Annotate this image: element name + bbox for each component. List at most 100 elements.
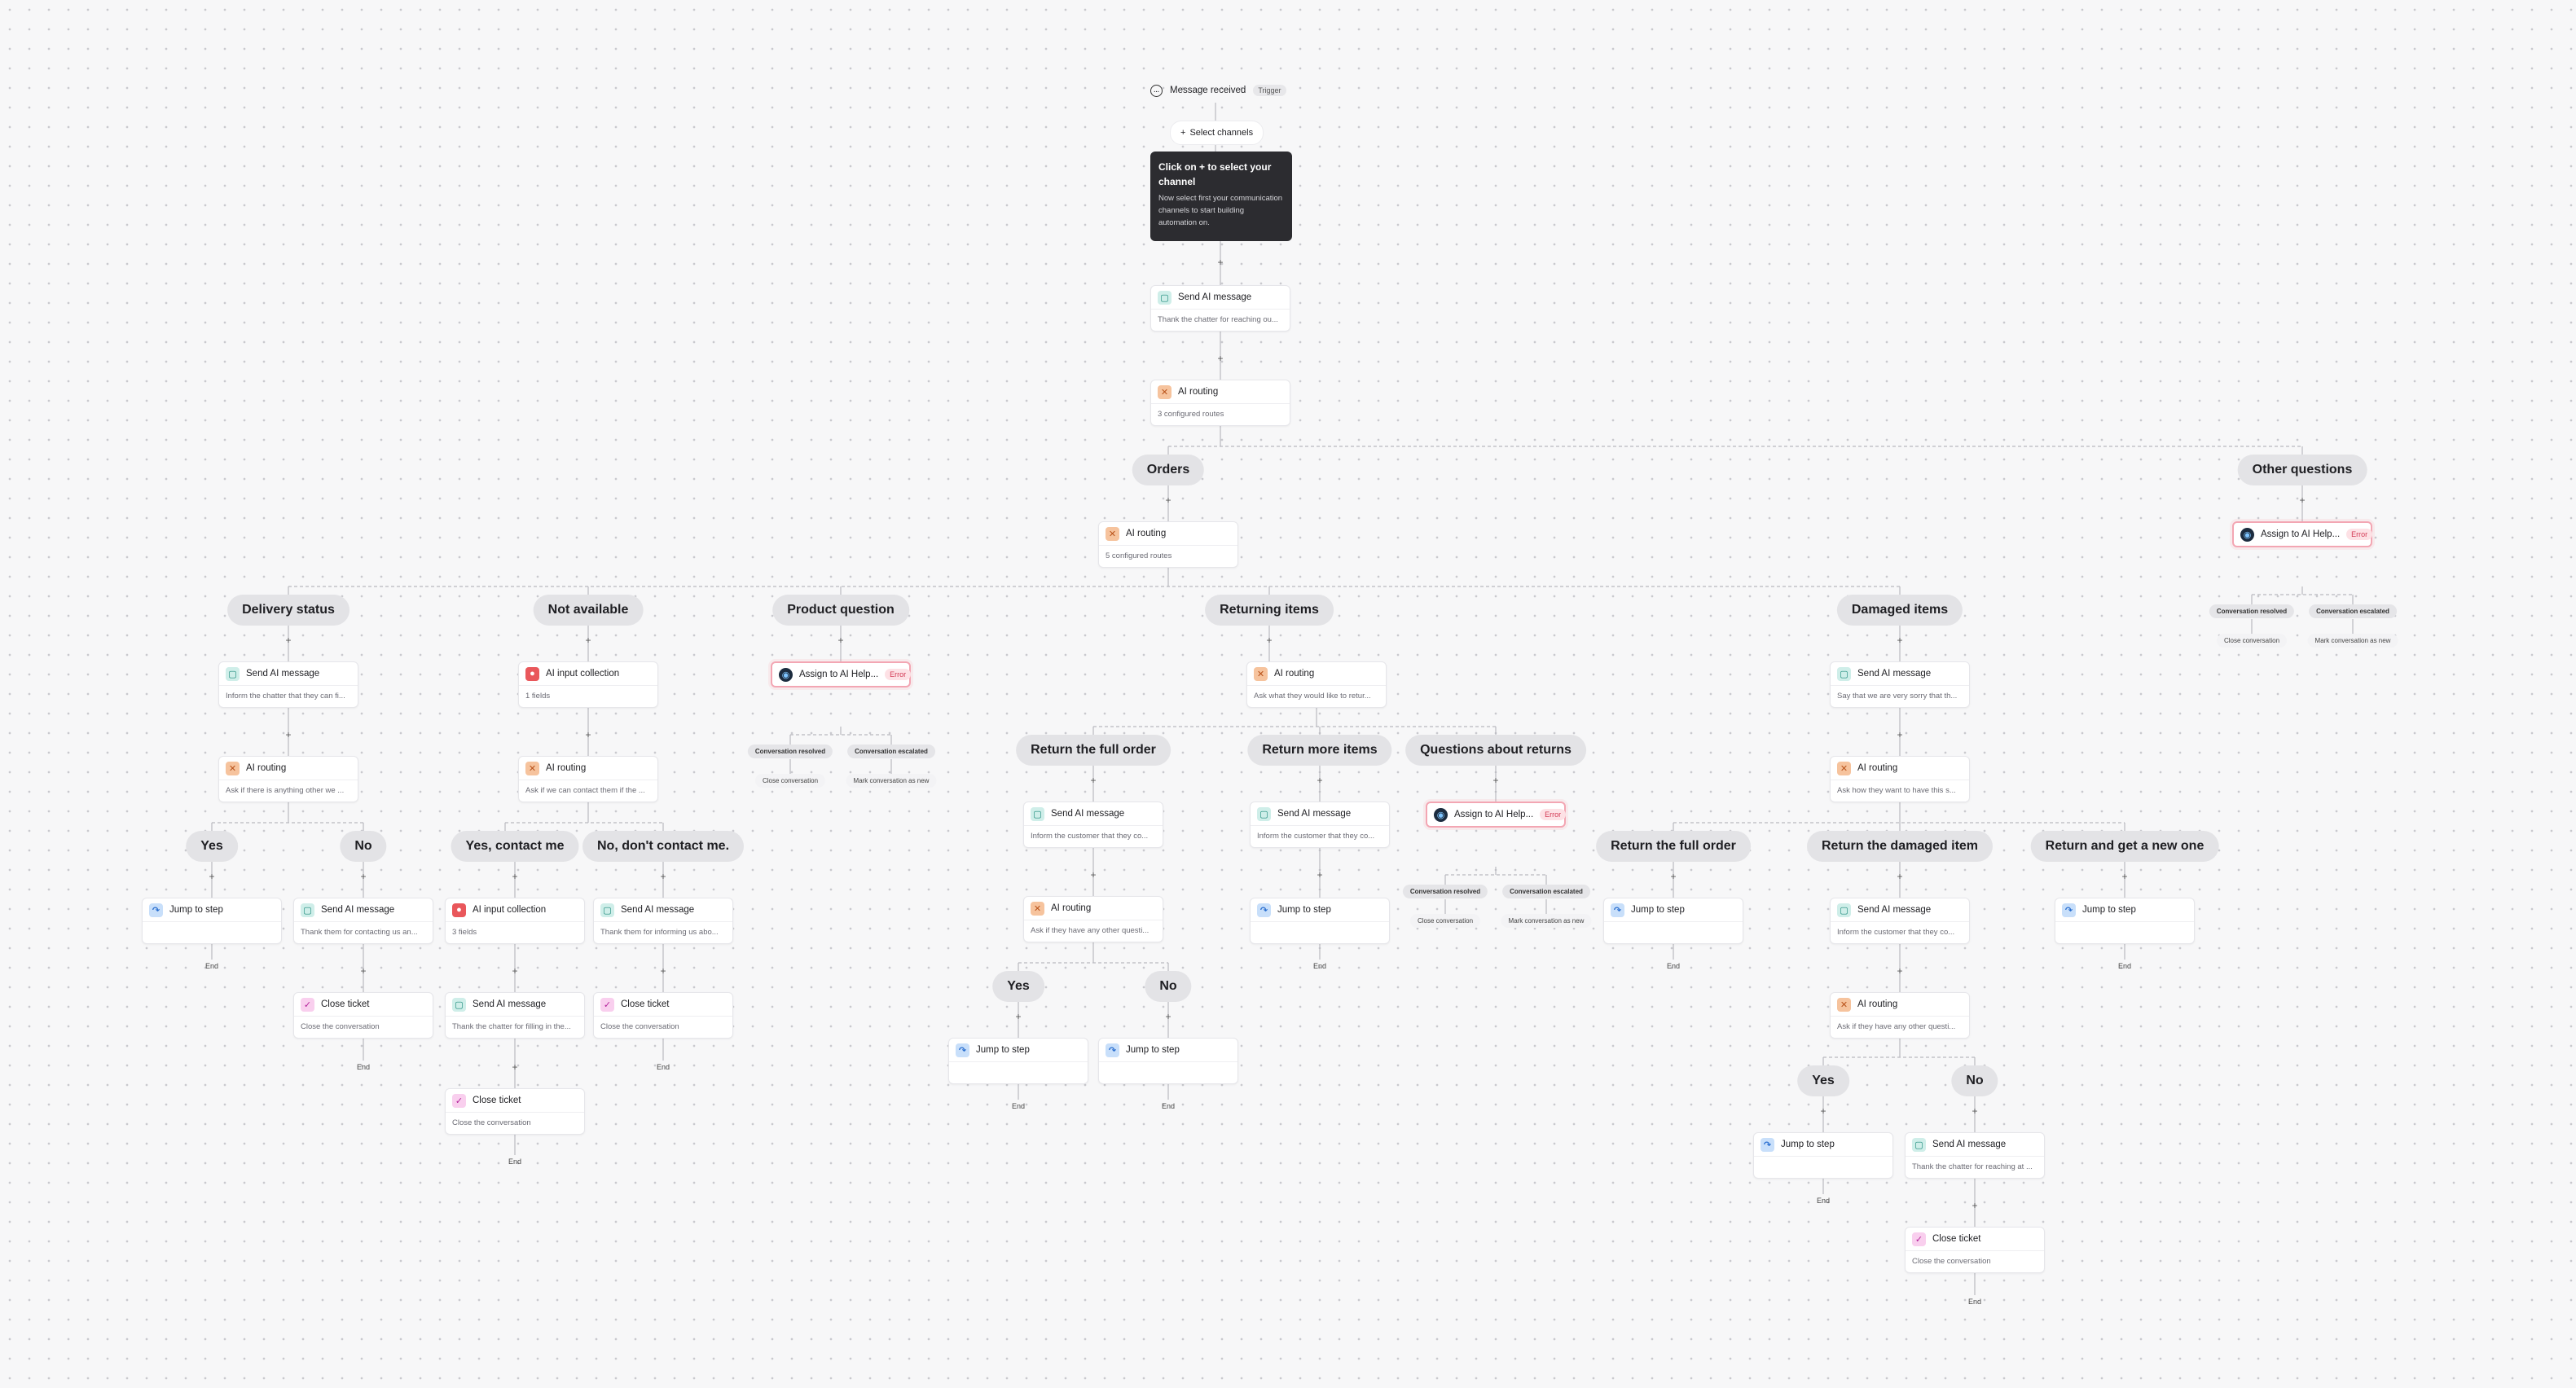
add-step-button[interactable]: + xyxy=(512,965,518,977)
add-step-button[interactable]: + xyxy=(1972,1200,1978,1211)
add-step-button[interactable]: + xyxy=(660,965,666,977)
add-step-button[interactable]: + xyxy=(360,871,367,882)
add-step-button[interactable]: + xyxy=(1217,353,1224,364)
outcome-conversation-escalated[interactable]: Conversation escalated xyxy=(1502,885,1590,898)
outcome-conversation-resolved[interactable]: Conversation resolved xyxy=(747,745,833,758)
action-mark-conversation-new[interactable]: Mark conversation as new xyxy=(846,774,937,788)
add-step-button[interactable]: + xyxy=(209,871,215,882)
add-step-button[interactable]: + xyxy=(1090,869,1097,881)
outcome-conversation-escalated[interactable]: Conversation escalated xyxy=(847,745,935,758)
add-step-button[interactable]: + xyxy=(1090,775,1097,786)
step-node-qar-assign[interactable]: ◉Assign to AI Help...Error xyxy=(1426,802,1567,828)
add-step-button[interactable]: + xyxy=(1015,1011,1022,1022)
add-step-button[interactable]: + xyxy=(1820,1105,1826,1117)
add-step-button[interactable]: + xyxy=(2121,871,2128,882)
add-step-button[interactable]: + xyxy=(585,635,591,646)
step-node-di-new-jump[interactable]: ↷Jump to step xyxy=(2055,898,2195,944)
branch-not-available[interactable]: Not available xyxy=(533,595,644,626)
action-close-conversation[interactable]: Close conversation xyxy=(754,774,826,788)
add-step-button[interactable]: + xyxy=(1266,635,1273,646)
step-node-assign-other[interactable]: ◉Assign to AI Help...Error xyxy=(2232,521,2373,547)
add-step-button[interactable]: + xyxy=(2299,494,2306,506)
add-step-button[interactable]: + xyxy=(1317,869,1323,881)
branch-return-full-order[interactable]: Return the full order xyxy=(1016,735,1171,766)
add-step-button[interactable]: + xyxy=(1492,775,1499,786)
branch-product-question[interactable]: Product question xyxy=(772,595,909,626)
trigger-node[interactable]: … Message received Trigger xyxy=(1144,78,1293,103)
select-channels-button[interactable]: + Select channels xyxy=(1170,121,1264,145)
outcome-conversation-escalated[interactable]: Conversation escalated xyxy=(2309,604,2397,618)
add-step-button[interactable]: + xyxy=(1317,775,1323,786)
add-step-button[interactable]: + xyxy=(1897,871,1903,882)
step-node-rfo-yes-jump[interactable]: ↷Jump to step xyxy=(948,1038,1088,1084)
branch-di-yes[interactable]: Yes xyxy=(1797,1065,1849,1096)
branch-rfo-yes[interactable]: Yes xyxy=(992,971,1044,1002)
branch-ds-no[interactable]: No xyxy=(340,831,387,862)
add-step-button[interactable]: + xyxy=(285,729,292,740)
add-step-button[interactable]: + xyxy=(1972,1105,1978,1117)
add-step-button[interactable]: + xyxy=(512,871,518,882)
action-mark-conversation-new[interactable]: Mark conversation as new xyxy=(1501,914,1592,928)
add-step-button[interactable]: + xyxy=(512,1061,518,1073)
action-close-conversation[interactable]: Close conversation xyxy=(1409,914,1481,928)
add-step-button[interactable]: + xyxy=(360,965,367,977)
add-step-button[interactable]: + xyxy=(1165,1011,1172,1022)
step-node-ds-yes-jump[interactable]: ↷Jump to step xyxy=(142,898,282,944)
branch-rfo-no[interactable]: No xyxy=(1145,971,1192,1002)
step-node-pq-assign[interactable]: ◉Assign to AI Help...Error xyxy=(771,661,912,687)
add-step-button[interactable]: + xyxy=(660,871,666,882)
add-step-button[interactable]: + xyxy=(1217,257,1224,268)
add-step-button[interactable]: + xyxy=(1897,635,1903,646)
branch-damaged-items[interactable]: Damaged items xyxy=(1836,595,1963,626)
add-step-button[interactable]: + xyxy=(285,635,292,646)
step-node-di-yes-jump[interactable]: ↷Jump to step xyxy=(1753,1132,1893,1179)
branch-na-no[interactable]: No, don't contact me. xyxy=(582,831,745,862)
branch-return-more-items[interactable]: Return more items xyxy=(1247,735,1392,766)
branch-ds-yes[interactable]: Yes xyxy=(186,831,238,862)
add-step-button[interactable]: + xyxy=(837,635,844,646)
add-step-button[interactable]: + xyxy=(585,729,591,740)
branch-delivery-status[interactable]: Delivery status xyxy=(227,595,349,626)
step-node-rmi-jump[interactable]: ↷Jump to step xyxy=(1250,898,1390,944)
branch-di-return-full-order[interactable]: Return the full order xyxy=(1596,831,1751,862)
branch-orders[interactable]: Orders xyxy=(1132,455,1205,485)
add-step-button[interactable]: + xyxy=(1897,965,1903,977)
add-step-button[interactable]: + xyxy=(1165,494,1172,506)
branch-di-return-damaged[interactable]: Return the damaged item xyxy=(1806,831,1994,862)
add-step-button[interactable]: + xyxy=(1670,871,1677,882)
branch-other-questions[interactable]: Other questions xyxy=(2237,455,2367,485)
outcome-conversation-resolved[interactable]: Conversation resolved xyxy=(1402,885,1488,898)
step-node-rfo-no-jump[interactable]: ↷Jump to step xyxy=(1098,1038,1238,1084)
outcome-conversation-resolved[interactable]: Conversation resolved xyxy=(2209,604,2295,618)
branch-questions-about-returns[interactable]: Questions about returns xyxy=(1405,735,1586,766)
branch-na-yes[interactable]: Yes, contact me xyxy=(451,831,579,862)
action-mark-conversation-new[interactable]: Mark conversation as new xyxy=(2307,634,2398,648)
branch-di-no[interactable]: No xyxy=(1951,1065,1998,1096)
branch-returning-items[interactable]: Returning items xyxy=(1205,595,1334,626)
